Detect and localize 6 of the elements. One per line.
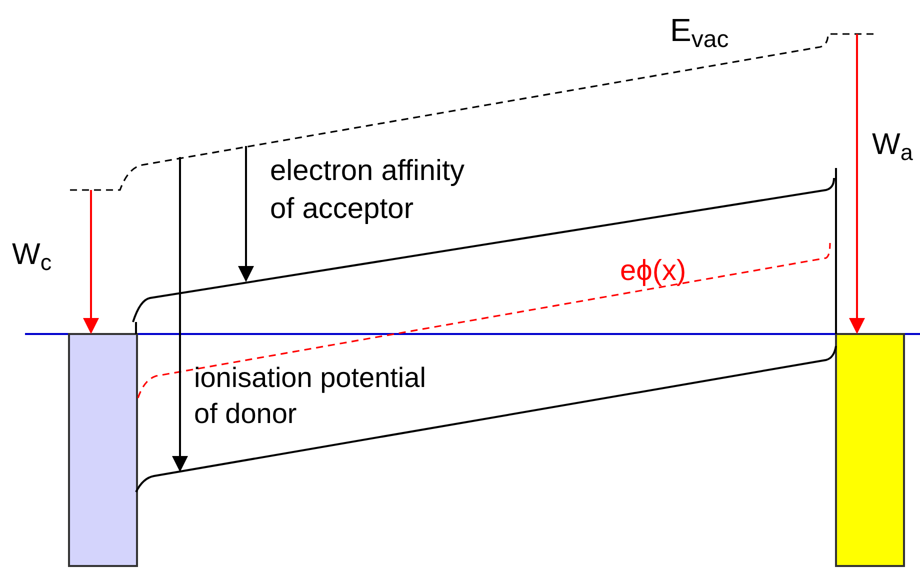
cathode-work-function-label: W$_{c}$ <box>12 237 52 277</box>
vacuum-level-label: E$_{vac}$ <box>670 11 729 54</box>
potential-label: eϕ(x) <box>620 254 686 289</box>
ionisation-potential-label: ionisation potential of donor <box>194 361 427 431</box>
electron-affinity-label: electron affinity of acceptor <box>270 154 466 227</box>
anode-work-function-label: W$_{a}$ <box>872 127 913 167</box>
